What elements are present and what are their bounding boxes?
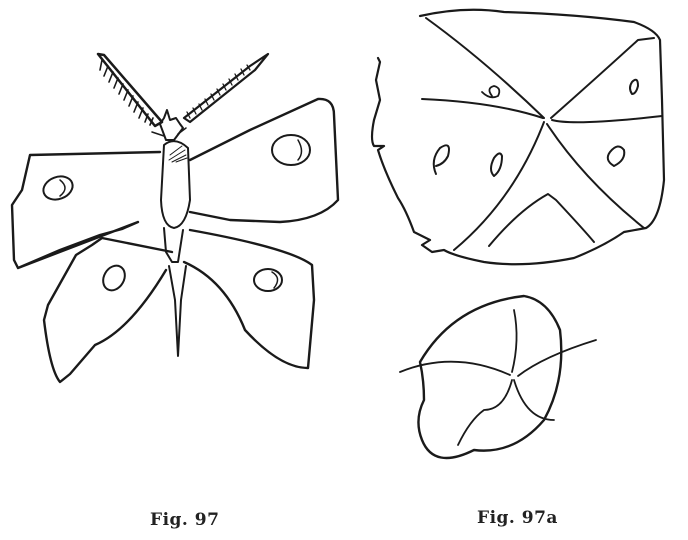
left-forewing-spot <box>42 175 74 201</box>
right-forewing-spot <box>271 134 311 166</box>
flower-drawing <box>399 294 597 460</box>
thorax <box>160 140 191 229</box>
butterfly-drawing <box>10 52 340 384</box>
figure-97a-paper-and-flower: Fig. 97a <box>344 0 688 540</box>
flower-outline <box>417 294 563 460</box>
left-hindwing-spot <box>102 264 126 292</box>
left-forewing <box>10 150 162 270</box>
spiral-mark <box>481 85 501 99</box>
right-antenna <box>182 52 270 124</box>
figure-caption-97a: Fig. 97a <box>477 508 558 528</box>
abdomen <box>163 227 184 263</box>
figure-97-butterfly: Fig. 97 <box>0 0 344 530</box>
head <box>159 109 184 141</box>
figure-caption-97: Fig. 97 <box>150 510 220 530</box>
right-forewing <box>188 97 340 224</box>
left-hindwing <box>42 236 174 384</box>
paper-outline <box>370 8 666 266</box>
folded-paper-drawing <box>370 8 666 266</box>
right-hindwing-spot <box>253 268 283 292</box>
left-antenna <box>96 52 164 128</box>
right-hindwing <box>182 228 316 370</box>
